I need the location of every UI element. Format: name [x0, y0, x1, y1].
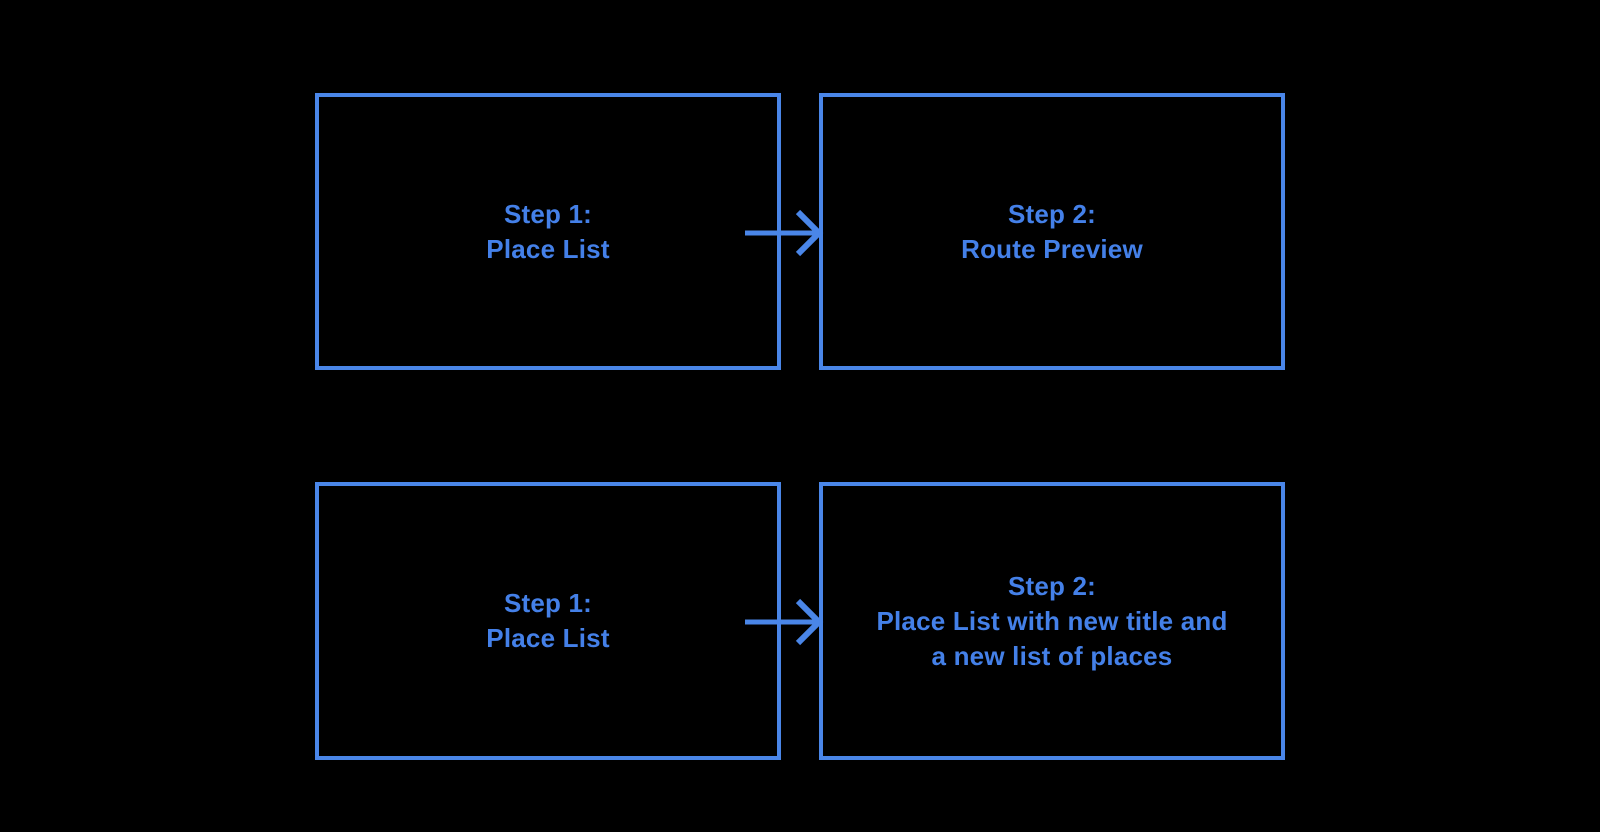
box-text-line: a new list of places	[931, 640, 1173, 671]
box-text-line: Step 1:	[503, 198, 593, 229]
box-text-line: Route Preview	[961, 233, 1143, 264]
box-text-line: Place List	[486, 233, 610, 264]
row2-step2-box: Step 2: Place List with new title and a …	[819, 482, 1285, 760]
flow-arrow-icon	[745, 209, 824, 257]
row1-step2-box: Step 2: Route Preview	[819, 93, 1285, 370]
row1-step1-box: Step 1: Place List	[315, 93, 781, 370]
flow-arrow-icon	[745, 598, 824, 646]
box-text-line: Place List	[486, 623, 610, 653]
box-text-line: Place List with new title and	[876, 605, 1228, 636]
row2-step1-box: Step 1: Place List	[315, 482, 781, 760]
box-text-line: Step 1:	[503, 588, 593, 618]
box-text-line: Step 2:	[1007, 198, 1097, 229]
box-text-line: Step 2:	[1007, 570, 1097, 601]
